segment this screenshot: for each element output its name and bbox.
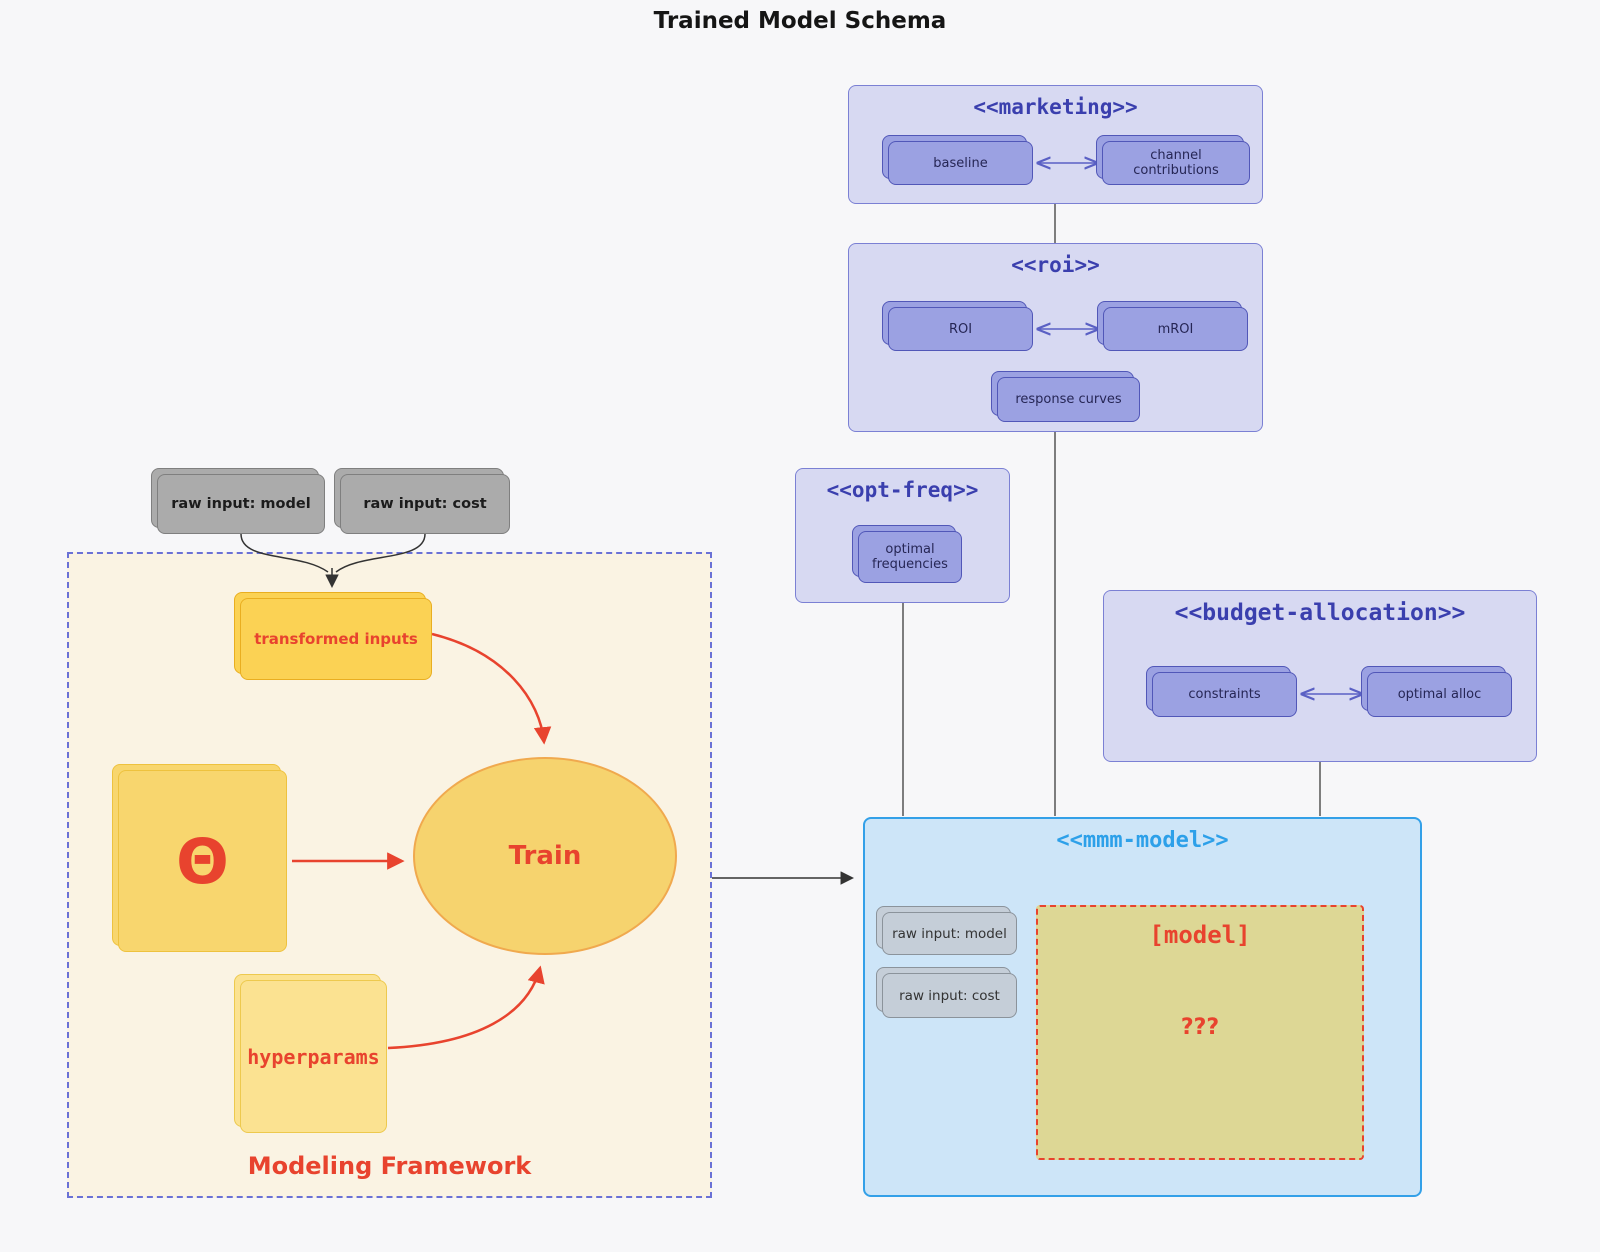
node-label: optimal frequencies — [872, 542, 948, 572]
node-optimal-frequencies: optimal frequencies — [852, 525, 962, 583]
node-label: baseline — [933, 155, 988, 171]
node-raw-input-cost-external: raw input: cost — [334, 468, 510, 534]
node-transformed-inputs: transformed inputs — [234, 592, 432, 680]
node-response-curves: response curves — [991, 371, 1140, 422]
cluster-modeling-framework-label: Modeling Framework — [247, 1152, 532, 1180]
node-roi: ROI — [882, 301, 1033, 351]
node-label: constraints — [1188, 687, 1261, 702]
node-label: Θ — [176, 824, 229, 898]
node-label: raw input: cost — [899, 987, 1000, 1004]
cluster-opt-freq-title: <<opt-freq>> — [826, 478, 979, 502]
node-label: raw input: model — [892, 925, 1007, 942]
node-label: ROI — [948, 321, 973, 337]
node-raw-input-model-mmm: raw input: model — [876, 906, 1017, 955]
cluster-roi-title: <<roi>> — [1011, 253, 1100, 277]
cluster-mmm-model-title: <<mmm-model>> — [1056, 828, 1229, 853]
node-raw-input-model-external: raw input: model — [151, 468, 325, 534]
model-box-title: [model] — [1149, 921, 1251, 949]
node-theta: Θ — [112, 764, 287, 952]
node-baseline: baseline — [882, 135, 1033, 185]
node-channel-contributions: channel contributions — [1096, 135, 1250, 185]
node-label: optimal alloc — [1397, 687, 1482, 702]
cluster-marketing-title: <<marketing>> — [973, 95, 1138, 119]
node-label: transformed inputs — [254, 630, 418, 648]
page-title: Trained Model Schema — [653, 8, 947, 34]
node-label: raw input: cost — [363, 496, 487, 512]
node-raw-input-cost-mmm: raw input: cost — [876, 967, 1017, 1018]
model-placeholder-box: [model] ??? — [1036, 905, 1364, 1160]
node-mroi: mROI — [1097, 301, 1248, 351]
cluster-mmm-model: <<mmm-model>> [model] ??? — [863, 817, 1422, 1197]
node-optimal-alloc: optimal alloc — [1361, 666, 1512, 717]
node-label: Train — [508, 841, 582, 871]
node-constraints: constraints — [1146, 666, 1297, 717]
node-train: Train — [413, 757, 677, 955]
node-hyperparams: hyperparams — [234, 974, 387, 1133]
node-label: channel contributions — [1133, 148, 1219, 178]
node-label: raw input: model — [171, 496, 311, 512]
cluster-budget-allocation-title: <<budget-allocation>> — [1174, 600, 1466, 626]
node-label: mROI — [1157, 321, 1194, 337]
node-label: response curves — [1015, 392, 1122, 407]
model-box-unknown: ??? — [1180, 1015, 1220, 1040]
node-label: hyperparams — [247, 1044, 380, 1069]
